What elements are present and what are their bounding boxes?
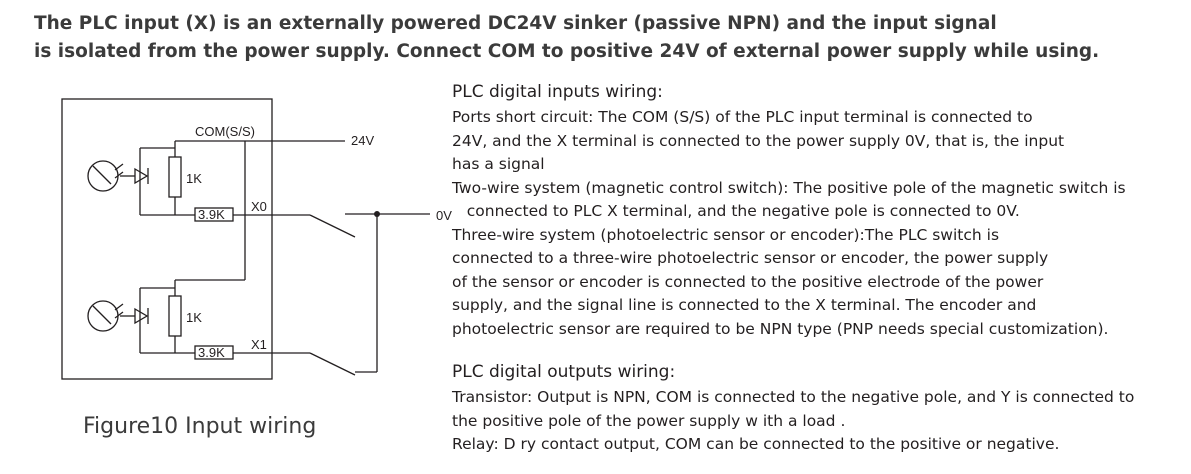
r2-top-label: 3.9K [198, 207, 225, 222]
inputs-line: 24V, and the X terminal is connected to … [452, 131, 1065, 150]
x1-label: X1 [251, 337, 267, 352]
input-wiring-diagram: COM(S/S) 24V 0V X0 X1 1K 3.9K 1K 3.9K [61, 98, 452, 380]
inputs-title: PLC digital inputs wiring: [452, 82, 663, 102]
com-label: COM(S/S) [195, 124, 255, 139]
r2-bottom-label: 3.9K [198, 345, 225, 360]
intro-line-2: is isolated from the power supply. Conne… [34, 41, 1100, 62]
inputs-section: PLC digital inputs wiring: Ports short c… [452, 80, 1126, 341]
ov-label: 0V [436, 208, 452, 223]
plc-enclosure-box [61, 98, 273, 380]
inputs-line: Ports short circuit: The COM (S/S) of th… [452, 108, 1033, 126]
inputs-line: Three-wire system (photoelectric sensor … [452, 225, 1000, 244]
inputs-line: photoelectric sensor are required to be … [452, 319, 1109, 338]
outputs-line: the positive pole of the power supply w … [452, 411, 846, 430]
junction-dot [374, 211, 380, 217]
v24-label: 24V [351, 133, 374, 148]
outputs-title: PLC digital outputs wiring: [452, 362, 676, 382]
resistor-1k-top [168, 156, 182, 198]
switch-x0 [309, 214, 356, 238]
x0-label: X0 [251, 199, 267, 214]
r1-top-label: 1K [186, 171, 202, 186]
outputs-line: Transistor: Output is NPN, COM is connec… [452, 388, 1135, 406]
inputs-line: Two-wire system (magnetic control switch… [452, 178, 1126, 197]
inputs-line: has a signal [452, 155, 545, 173]
inputs-line: supply, and the signal line is connected… [452, 296, 1037, 314]
inputs-line: of the sensor or encoder is connected to… [452, 272, 1044, 291]
intro-line-1: The PLC input (X) is an externally power… [34, 13, 997, 34]
intro-paragraph: The PLC input (X) is an externally power… [34, 10, 1174, 66]
inputs-line: connected to PLC X terminal, and the neg… [452, 202, 1020, 220]
switch-x1 [309, 352, 356, 376]
r1-bottom-label: 1K [186, 310, 202, 325]
resistor-1k-bottom [168, 295, 182, 337]
outputs-line: Relay: D ry contact output, COM can be c… [452, 435, 1060, 453]
figure-caption: Figure10 Input wiring [83, 414, 317, 439]
resistor-3k9-bottom [194, 345, 234, 360]
outputs-section: PLC digital outputs wiring: Transistor: … [452, 360, 1134, 457]
inputs-line: connected to a three-wire photoelectric … [452, 249, 1049, 267]
resistor-3k9-top [194, 207, 234, 222]
